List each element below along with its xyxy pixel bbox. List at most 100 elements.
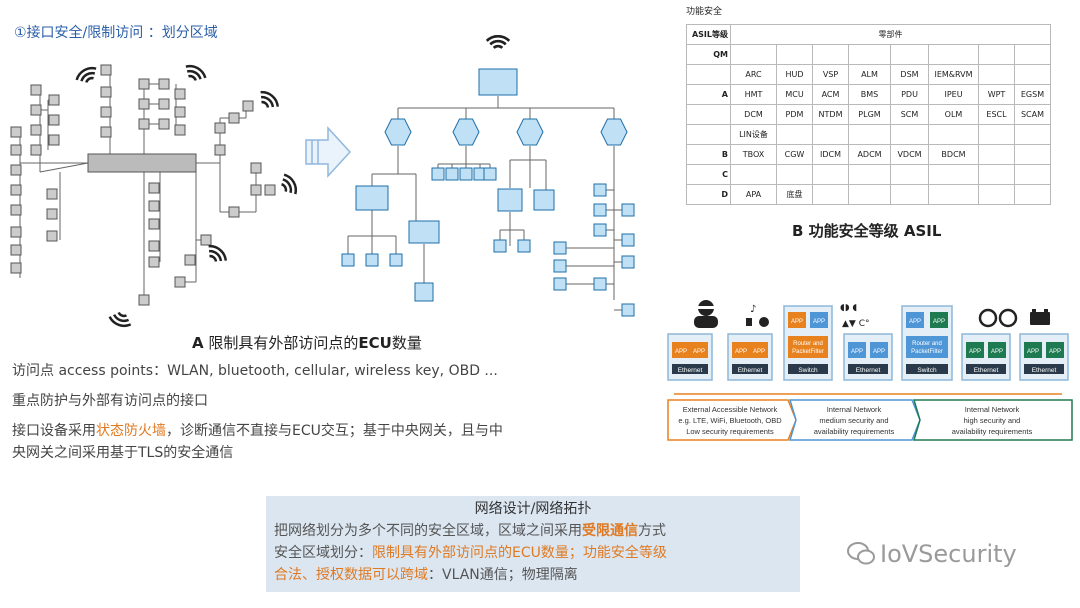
ecu-node — [621, 233, 635, 247]
summary-title: 网络设计/网络拓扑 — [474, 501, 592, 517]
asil-level: B — [686, 144, 731, 165]
asil-cell — [978, 124, 1015, 145]
asil-cell: CGW — [776, 144, 813, 165]
high-zone-l1: Internal Network — [965, 405, 1020, 414]
asil-cell — [890, 164, 929, 185]
asil-cell: NTDM — [812, 104, 849, 125]
external-zone-l3: Low security requirements — [686, 427, 774, 436]
ecu-node — [174, 88, 186, 100]
router-label: PacketFilter — [911, 349, 943, 355]
app-block — [1046, 342, 1064, 358]
app-label: APP — [791, 319, 803, 325]
ecu-node — [158, 118, 170, 130]
asil-cell — [812, 164, 849, 185]
bus-label: Switch — [798, 367, 818, 374]
app-block — [732, 342, 750, 358]
bus-topology-lines — [19, 70, 257, 300]
asil-cell: PLGM — [848, 104, 891, 125]
app-block — [930, 312, 948, 328]
external-zone-l2: e.g. LTE, WiFi, Bluetooth, OBD — [678, 416, 782, 425]
wifi-icon — [485, 34, 511, 49]
asil-cell — [1014, 44, 1051, 65]
asil-cell — [848, 124, 891, 145]
asil-cell: OLM — [928, 104, 979, 125]
router-block — [906, 336, 948, 358]
asil-cell — [978, 44, 1015, 65]
summary-line-2: 安全区域划分：限制具有外部访问点的ECU数量；功能安全等级 — [274, 542, 792, 564]
asil-cell — [890, 44, 929, 65]
ecu-node — [10, 262, 22, 274]
high-zone-l3: availability requirements — [952, 427, 1033, 436]
caption-a: A 限制具有外部访问点的ECU数量 — [192, 332, 422, 353]
ecu-node — [138, 98, 150, 110]
bus-topology-nodes — [10, 64, 276, 306]
external-zone-box — [667, 399, 797, 441]
medium-zone-l1: Internal Network — [827, 405, 882, 414]
wifi-icon — [260, 90, 280, 108]
asil-cell: VDCM — [890, 144, 929, 165]
medium-zone-l2: medium security and — [819, 416, 888, 425]
caption-b: B 功能安全等级 ASIL — [792, 220, 941, 241]
asil-cell: BDCM — [928, 144, 979, 165]
ecu-node — [10, 226, 22, 238]
ecu-node — [553, 259, 567, 273]
asil-row: C — [686, 164, 1051, 185]
wifi-icon — [185, 64, 207, 81]
battery-icon — [1030, 309, 1050, 325]
summary-l2-a: 安全区域划分： — [274, 545, 372, 561]
bullet-firewall-b: ，诊断通信不直接与ECU交互；基于中央网关，且与中 — [166, 423, 503, 439]
asil-cell — [812, 184, 849, 205]
app-label: APP — [693, 349, 705, 355]
asil-cell: ADCM — [848, 144, 891, 165]
bullet-tls: 央网关之间采用基于TLS的安全通信 — [12, 445, 234, 461]
bus-label: Switch — [917, 367, 937, 374]
bus-label: Ethernet — [856, 367, 881, 374]
asil-cell — [776, 44, 813, 65]
asil-row: QM — [686, 44, 1051, 65]
app-block — [810, 312, 828, 328]
asil-cell: IEM&RVM — [928, 64, 979, 85]
app-block — [788, 312, 806, 328]
ecu-node — [414, 282, 434, 302]
ecu-node — [10, 184, 22, 196]
asil-cell — [928, 44, 979, 65]
app-label: APP — [735, 349, 747, 355]
ecu-node — [264, 184, 276, 196]
summary-box: 网络设计/网络拓扑 把网络划分为多个不同的安全区域，区域之间采用受限通信方式 安… — [266, 496, 800, 592]
ecu-node — [431, 167, 445, 181]
ecu-node — [148, 256, 160, 268]
app-block — [870, 342, 888, 358]
asil-cell — [978, 184, 1015, 205]
bus-block — [672, 364, 708, 374]
ecu-node — [553, 241, 567, 255]
ecu-node — [148, 218, 160, 230]
ecu-node — [48, 134, 60, 146]
ecu-node — [10, 244, 22, 256]
app-block — [988, 342, 1006, 358]
ecu-node — [365, 253, 379, 267]
bus-block — [1024, 364, 1064, 374]
ecu-node — [483, 167, 497, 181]
ecu-node — [250, 184, 262, 196]
ecu-node — [138, 78, 150, 90]
asil-cell: 底盘 — [776, 184, 813, 205]
bullet-access-points: 访问点 access points：WLAN, bluetooth, cellu… — [12, 363, 498, 379]
ecu-node — [593, 223, 607, 237]
wifi-icon — [208, 244, 228, 262]
ecu-node — [389, 253, 403, 267]
bus-block — [732, 364, 768, 374]
bus-block — [906, 364, 948, 374]
ecu-node — [100, 86, 112, 98]
ecu-node — [445, 167, 459, 181]
asil-cell: ALM — [848, 64, 891, 85]
svg-text:♪: ♪ — [750, 304, 756, 315]
ecu-node — [46, 230, 58, 242]
asil-level — [686, 64, 731, 85]
watermark: IoVSecurity — [880, 540, 1017, 568]
ecu-node — [148, 200, 160, 212]
summary-l2-hl: 限制具有外部访问点的ECU数量；功能安全等级 — [372, 545, 667, 561]
asil-cell — [1014, 164, 1051, 185]
asil-cell — [776, 124, 813, 145]
ecu-node — [100, 126, 112, 138]
bus-label: Ethernet — [738, 367, 763, 374]
